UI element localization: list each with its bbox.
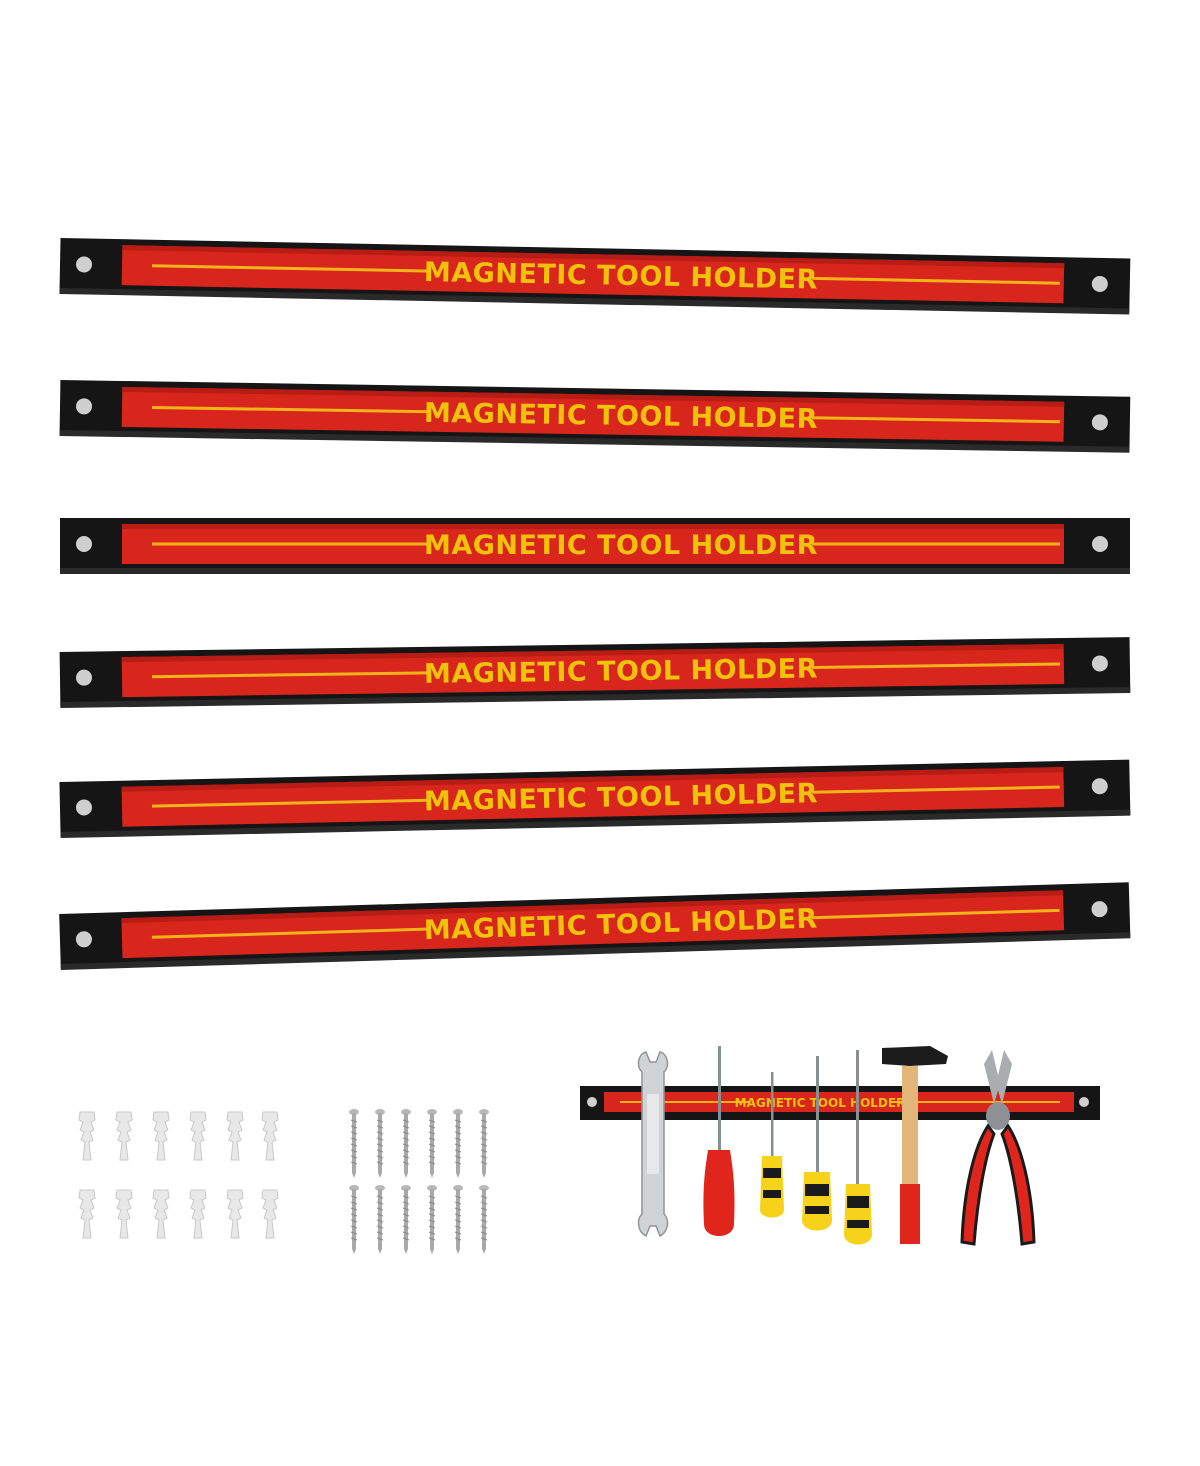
screw-hole-icon <box>1091 655 1108 672</box>
magnetic-bar-2: MAGNETIC TOOL HOLDER <box>59 376 1131 455</box>
anchor-icon <box>78 1111 279 1239</box>
screw-hole-icon <box>76 256 93 273</box>
bar-label: MAGNETIC TOOL HOLDER <box>424 530 818 561</box>
screwdriver-icon <box>802 1056 832 1231</box>
magnetic-bar-3: MAGNETIC TOOL HOLDER <box>60 514 1130 576</box>
screw-hole-icon <box>75 931 92 948</box>
wrench-icon <box>637 1051 669 1238</box>
screw-hole-icon <box>1091 275 1108 292</box>
screw-icon <box>348 1108 490 1255</box>
pliers-icon <box>960 1050 1036 1246</box>
screwdriver-icon <box>760 1072 784 1218</box>
screw-hole-icon <box>75 669 92 686</box>
magnetic-bar-6: MAGNETIC TOOL HOLDER <box>59 878 1131 972</box>
bar-label: MAGNETIC TOOL HOLDER <box>424 398 818 435</box>
screw-hole-icon <box>1092 536 1108 552</box>
bar-label: MAGNETIC TOOL HOLDER <box>424 257 819 296</box>
screw-hole-icon <box>76 398 93 415</box>
screw-hole-icon <box>1091 901 1108 918</box>
demo-bar-label: MAGNETIC TOOL HOLDER <box>735 1096 906 1110</box>
demo-tool-bar: MAGNETIC TOOL HOLDER <box>580 1044 1100 1254</box>
screw-hole-icon <box>1091 778 1108 795</box>
screw-hole-icon <box>75 799 92 816</box>
magnetic-bar-4: MAGNETIC TOOL HOLDER <box>59 633 1131 710</box>
screwdriver-icon <box>844 1050 872 1245</box>
magnetic-bar-1: MAGNETIC TOOL HOLDER <box>59 234 1131 317</box>
bar-label: MAGNETIC TOOL HOLDER <box>424 653 818 689</box>
hammer-icon <box>882 1046 948 1244</box>
screw-hole-icon <box>76 536 92 552</box>
magnetic-bar-5: MAGNETIC TOOL HOLDER <box>59 756 1131 840</box>
wall-anchors <box>72 1106 282 1256</box>
screw-hole-icon <box>1091 414 1108 431</box>
screws <box>340 1108 500 1258</box>
screwdriver-icon <box>703 1046 735 1236</box>
